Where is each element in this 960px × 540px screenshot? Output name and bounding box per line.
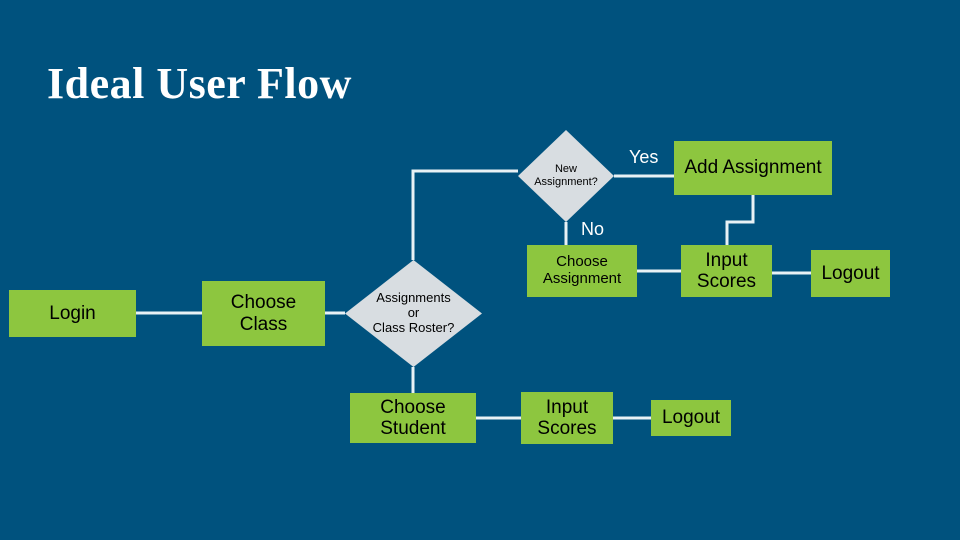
- node-input-scores-top-line1: Input: [705, 249, 748, 271]
- edge-label-no: No: [581, 219, 605, 239]
- node-choose-assignment-label: Choose Assignment: [539, 253, 625, 288]
- node-choose-class-label: Choose Class: [227, 292, 301, 335]
- node-login[interactable]: Login: [9, 290, 136, 337]
- node-new-assignment-line2: Assignment?: [534, 176, 598, 188]
- node-choose-student-label: Choose Student: [376, 397, 450, 440]
- node-logout-bottom[interactable]: Logout: [651, 400, 731, 436]
- node-choose-student[interactable]: Choose Student: [350, 393, 476, 443]
- node-choose-student-line2: Student: [380, 418, 446, 439]
- node-choose-class-line1: Choose: [230, 292, 297, 314]
- node-assignments-or-roster-line3: Class Roster?: [372, 319, 455, 335]
- node-choose-student-line1: Choose: [380, 396, 446, 418]
- node-new-assignment-label: New Assignment?: [534, 163, 598, 188]
- node-assignments-or-roster-label: Assignments or Class Roster?: [372, 290, 455, 336]
- node-add-assignment-label: Add Assignment: [684, 157, 822, 179]
- node-input-scores-top[interactable]: Input Scores: [681, 245, 772, 297]
- node-assignments-or-roster[interactable]: Assignments or Class Roster?: [345, 260, 482, 367]
- node-input-scores-bottom-line2: Scores: [537, 418, 597, 439]
- node-login-label: Login: [49, 302, 96, 324]
- node-add-assignment[interactable]: Add Assignment: [674, 141, 832, 195]
- node-input-scores-bottom-label: Input Scores: [533, 397, 600, 440]
- node-logout-top[interactable]: Logout: [811, 250, 890, 297]
- node-input-scores-top-line2: Scores: [696, 271, 757, 292]
- node-choose-assignment-line1: Choose: [556, 253, 608, 271]
- node-choose-assignment-line2: Assignment: [542, 270, 622, 287]
- node-choose-class-line2: Class: [239, 313, 288, 335]
- node-choose-assignment[interactable]: Choose Assignment: [527, 245, 637, 297]
- node-choose-class[interactable]: Choose Class: [202, 281, 325, 346]
- node-input-scores-bottom[interactable]: Input Scores: [521, 392, 613, 444]
- page-title: Ideal User Flow: [47, 59, 352, 108]
- node-assignments-or-roster-line2: or: [407, 305, 420, 321]
- node-input-scores-top-label: Input Scores: [693, 250, 760, 293]
- node-new-assignment-line1: New: [554, 163, 577, 176]
- node-new-assignment[interactable]: New Assignment?: [518, 130, 614, 222]
- edge-label-yes: Yes: [629, 147, 659, 167]
- node-logout-top-label: Logout: [821, 262, 880, 284]
- edge-add-assignment-input-scores: [725, 195, 755, 245]
- node-input-scores-bottom-line1: Input: [545, 396, 589, 418]
- node-assignments-or-roster-line1: Assignments: [376, 290, 451, 306]
- edge-decision-to-new-assignment: [411, 169, 518, 260]
- node-logout-bottom-label: Logout: [661, 407, 721, 429]
